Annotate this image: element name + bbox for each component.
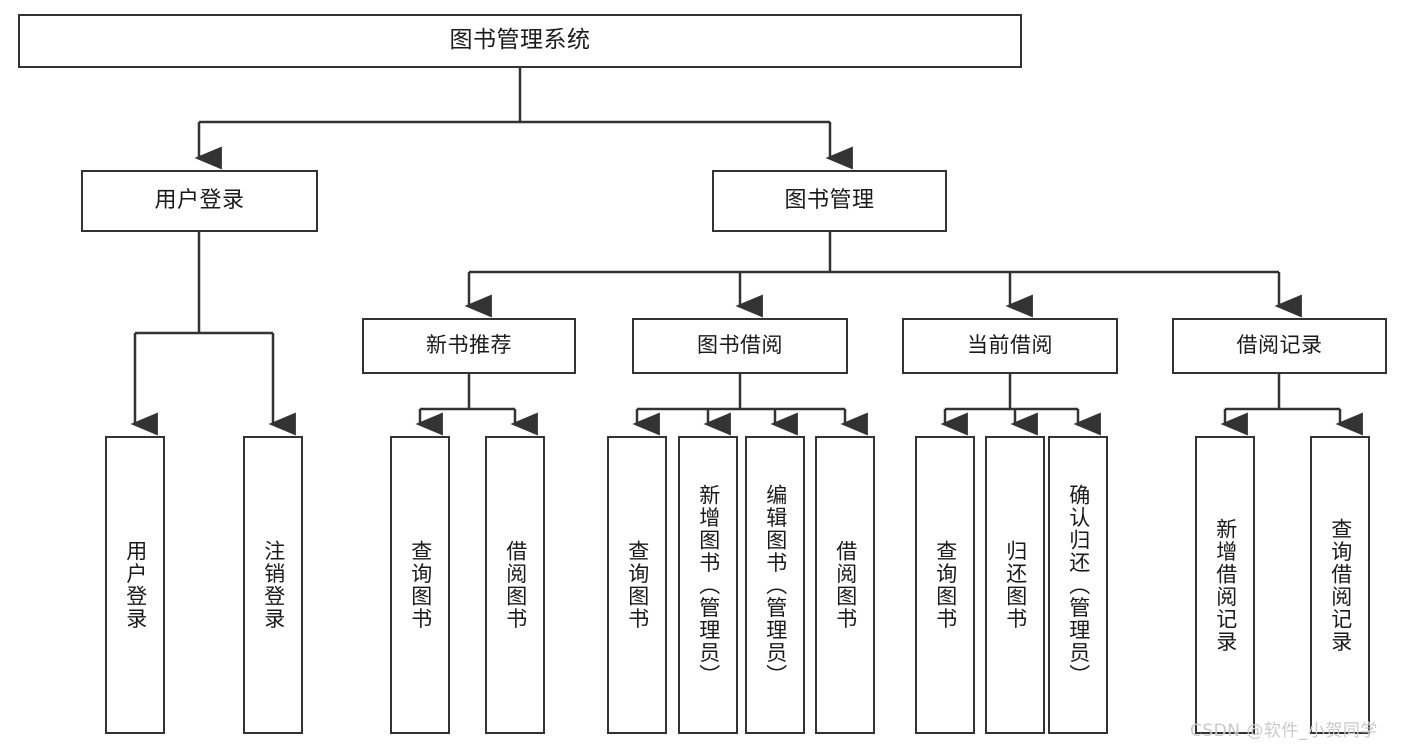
node-book-manage[interactable]: 图书管理 xyxy=(712,170,947,232)
node-leaf-confirm-return-admin-label: 确认归还（管理员） xyxy=(1066,483,1091,687)
node-leaf-confirm-return-admin[interactable]: 确认归还（管理员） xyxy=(1048,436,1108,734)
node-leaf-query-borrow-record-label: 查询借阅记录 xyxy=(1328,517,1353,653)
node-leaf-query-book-cur-label: 查询图书 xyxy=(933,540,958,630)
node-leaf-query-book-rec-label: 查询图书 xyxy=(408,540,433,630)
node-leaf-user-logout[interactable]: 注销登录 xyxy=(243,436,303,734)
node-borrow-record-label: 借阅记录 xyxy=(1236,333,1323,358)
node-leaf-return-book-label: 归还图书 xyxy=(1003,540,1028,630)
node-leaf-query-book-cur[interactable]: 查询图书 xyxy=(915,436,975,734)
node-leaf-return-book[interactable]: 归还图书 xyxy=(985,436,1045,734)
node-new-book-recommend-label: 新书推荐 xyxy=(426,333,512,358)
node-root[interactable]: 图书管理系统 xyxy=(18,14,1022,68)
node-leaf-query-book-rec[interactable]: 查询图书 xyxy=(390,436,450,734)
node-leaf-add-borrow-record[interactable]: 新增借阅记录 xyxy=(1195,436,1255,734)
node-leaf-user-login-label: 用户登录 xyxy=(123,540,148,630)
node-leaf-user-login[interactable]: 用户登录 xyxy=(105,436,165,734)
node-leaf-edit-book-admin-label: 编辑图书（管理员） xyxy=(763,483,788,687)
node-leaf-query-borrow-record[interactable]: 查询借阅记录 xyxy=(1310,436,1370,734)
node-leaf-edit-book-admin[interactable]: 编辑图书（管理员） xyxy=(745,436,805,734)
node-current-borrow[interactable]: 当前借阅 xyxy=(902,318,1118,374)
node-leaf-borrow-book-rec-label: 借阅图书 xyxy=(503,540,528,630)
node-root-label: 图书管理系统 xyxy=(449,27,591,54)
node-user-login[interactable]: 用户登录 xyxy=(81,170,318,232)
node-leaf-add-borrow-record-label: 新增借阅记录 xyxy=(1213,517,1238,653)
node-leaf-query-book-borrow-label: 查询图书 xyxy=(625,540,650,630)
node-leaf-borrow-book[interactable]: 借阅图书 xyxy=(815,436,875,734)
node-leaf-borrow-book-label: 借阅图书 xyxy=(833,540,858,630)
node-leaf-query-book-borrow[interactable]: 查询图书 xyxy=(607,436,667,734)
node-book-manage-label: 图书管理 xyxy=(784,187,875,213)
node-book-borrow-label: 图书借阅 xyxy=(697,333,783,358)
node-leaf-add-book-admin[interactable]: 新增图书（管理员） xyxy=(678,436,738,734)
node-current-borrow-label: 当前借阅 xyxy=(967,333,1053,358)
node-borrow-record[interactable]: 借阅记录 xyxy=(1172,318,1387,374)
node-leaf-user-logout-label: 注销登录 xyxy=(261,540,286,630)
node-book-borrow[interactable]: 图书借阅 xyxy=(632,318,848,374)
node-leaf-borrow-book-rec[interactable]: 借阅图书 xyxy=(485,436,545,734)
node-user-login-label: 用户登录 xyxy=(154,187,245,213)
node-leaf-add-book-admin-label: 新增图书（管理员） xyxy=(696,483,721,687)
node-new-book-recommend[interactable]: 新书推荐 xyxy=(362,318,576,374)
